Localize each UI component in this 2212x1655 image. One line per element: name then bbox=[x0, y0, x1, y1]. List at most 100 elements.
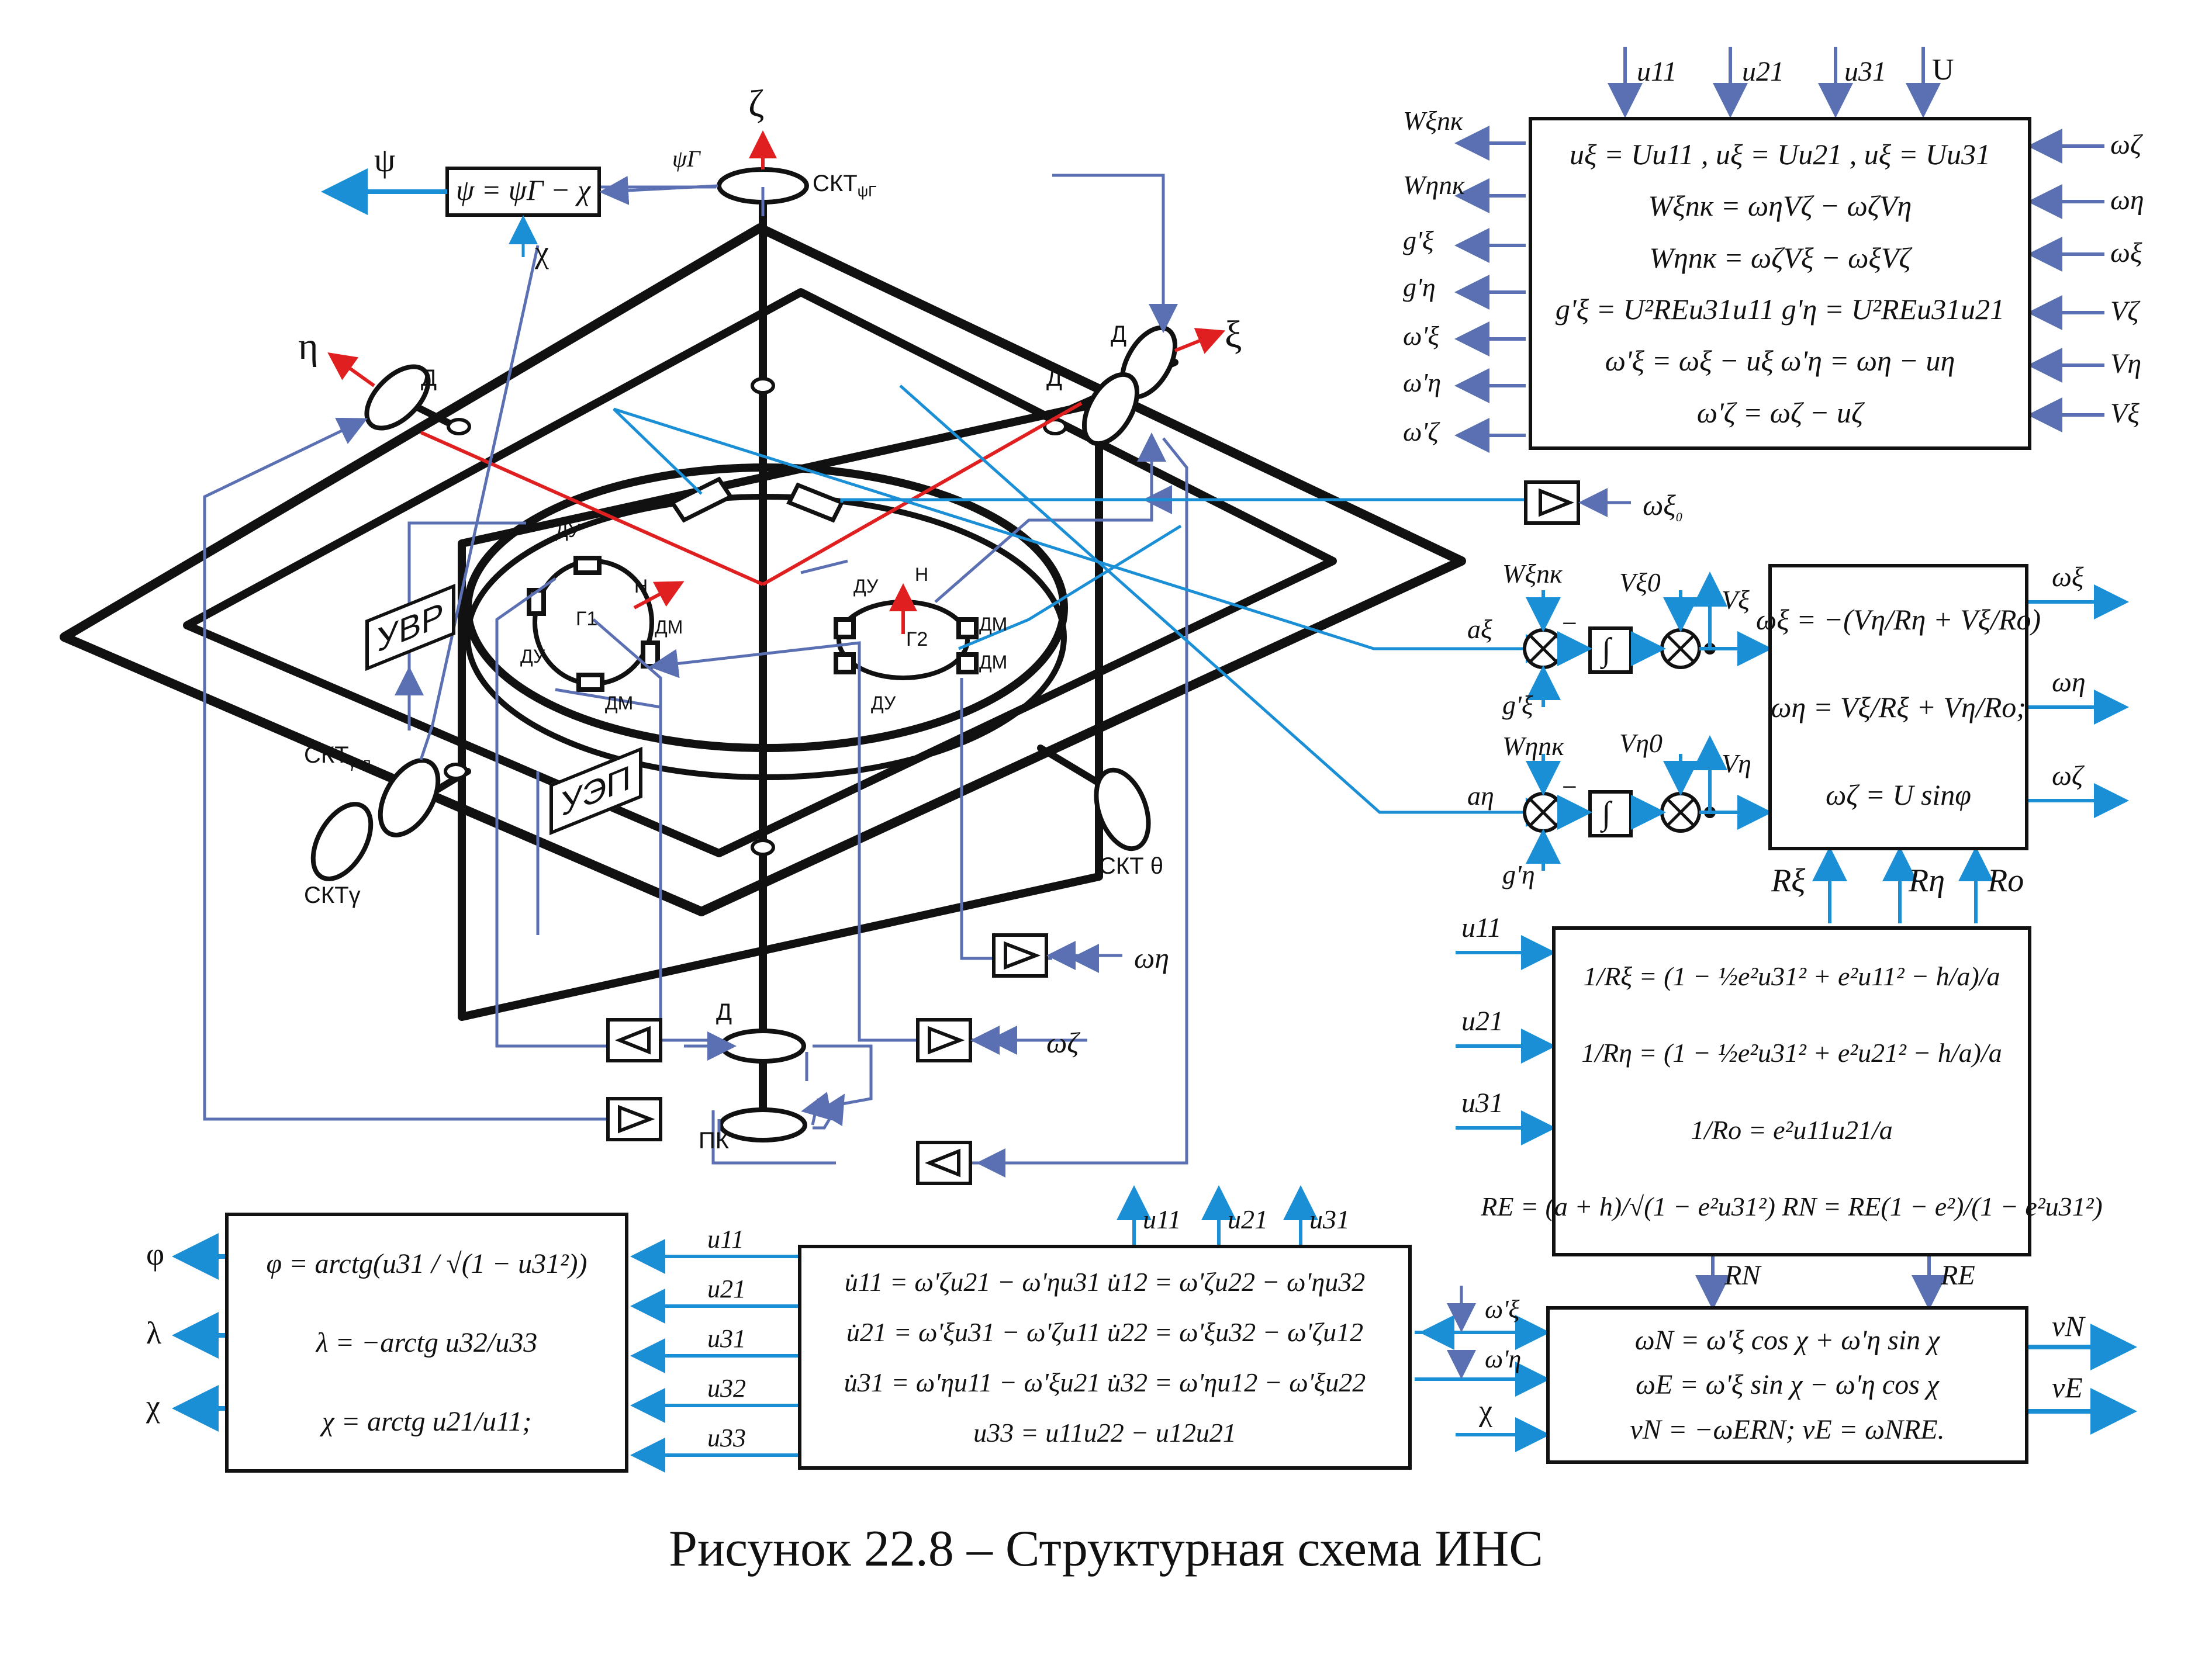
h-label-1: Н bbox=[634, 576, 648, 597]
top-out-4: ω'ξ bbox=[1403, 321, 1440, 351]
top-in-right-1: ωη bbox=[2110, 185, 2144, 216]
amp-input-arrows bbox=[970, 488, 1631, 1055]
angle-block-arrows bbox=[172, 1233, 225, 1432]
lower-axis-right bbox=[1037, 745, 1102, 787]
nav-line-3: vN = −ωERN; vE = ωNRE. bbox=[1630, 1414, 1945, 1446]
angle-out-chi: χ bbox=[146, 1389, 160, 1424]
psi-formula: ψ = ψГ − χ bbox=[456, 174, 591, 206]
pk-disk bbox=[718, 1107, 807, 1142]
dcm-top-u21: u21 bbox=[1228, 1204, 1268, 1234]
dm-label-2: ДМ bbox=[605, 693, 634, 714]
angle-formula-block: φ = arctg(u31 / √(1 − u31²)) λ = −arctg … bbox=[225, 1213, 628, 1473]
radius-line-4: RE = (a + h)/√(1 − e²u31²) RN = RE(1 − e… bbox=[1481, 1191, 2103, 1221]
axis-zeta-label: ζ bbox=[748, 82, 765, 125]
dcm-out-u31: u31 bbox=[707, 1324, 746, 1353]
dm-label-4: ДМ bbox=[979, 652, 1008, 673]
minus-eta: − bbox=[1562, 772, 1577, 802]
omega-zeta-amp-label: ωζ bbox=[1046, 1026, 1079, 1059]
omega-out-eta: ωη bbox=[2052, 667, 2086, 698]
omega-out-xi: ωξ bbox=[2052, 562, 2084, 593]
top-in-u11: u11 bbox=[1637, 56, 1677, 87]
v-xi-label: Vξ bbox=[1722, 585, 1750, 615]
radius-formula-block: 1/Rξ = (1 − ½e²u31² + e²u11² − h/a)/a 1/… bbox=[1481, 926, 2103, 1256]
dcm-line-4: u33 = u11u22 − u12u21 bbox=[973, 1418, 1236, 1448]
axis-arrows bbox=[327, 130, 1226, 634]
integrator-xi-symbol: ∫ bbox=[1602, 632, 1611, 668]
top-in-U: U bbox=[1932, 53, 1954, 86]
top-in-right-4: Vη bbox=[2110, 348, 2142, 379]
d-disk-xi-2 bbox=[1081, 372, 1140, 446]
nav-formula-block: ωN = ω'ξ cos χ + ω'η sin χ ωE = ω'ξ sin … bbox=[1546, 1306, 2028, 1464]
radius-in-u31: u31 bbox=[1461, 1088, 1504, 1119]
top-in-right-5: Vξ bbox=[2110, 398, 2140, 429]
top-out-5: ω'η bbox=[1403, 368, 1442, 397]
radius-in-u21: u21 bbox=[1461, 1006, 1504, 1037]
omega-block-arrows bbox=[1812, 584, 2129, 923]
dcm-line-3: u̇31 = ω'ηu11 − ω'ξu21 u̇32 = ω'ηu12 − ω… bbox=[844, 1367, 1366, 1398]
angle-out-lambda: λ bbox=[146, 1315, 162, 1351]
dcm-top-u11: u11 bbox=[1143, 1204, 1181, 1234]
radius-out-rn: RN bbox=[1724, 1260, 1761, 1291]
radius-out-re: RE bbox=[1941, 1260, 1975, 1291]
psi-gamma-input-label: ψГ bbox=[672, 146, 700, 172]
w-eta-label: Wηпк bbox=[1502, 731, 1564, 761]
w-xi-label: Wξпк bbox=[1502, 559, 1563, 588]
du-label-3: ДУ bbox=[853, 576, 879, 597]
d-label-xi-2: Д bbox=[1046, 365, 1063, 391]
d-disk-eta bbox=[364, 364, 431, 431]
top-out-1: Wηпк bbox=[1403, 170, 1465, 200]
vertical-plate bbox=[458, 399, 1103, 1021]
omega-line-2: ωη = Vξ/Rξ + Vη/Ro; bbox=[1771, 691, 2026, 723]
accelerometers bbox=[669, 476, 845, 523]
omega-xi0-label: ωξ0 bbox=[1643, 489, 1682, 524]
bearings bbox=[444, 377, 1067, 856]
g-xi-label: g'ξ bbox=[1502, 690, 1533, 720]
sensor-disks bbox=[310, 167, 1178, 1142]
skt-theta-disk bbox=[1094, 767, 1151, 851]
nav-line-1: ωN = ω'ξ cos χ + ω'η sin χ bbox=[1634, 1324, 1940, 1356]
dm-label-3: ДМ bbox=[979, 614, 1008, 635]
dcm-out-u11: u11 bbox=[707, 1225, 744, 1254]
radius-line-2: 1/Rη = (1 − ½e²u31² + e²u21² − h/a)/a bbox=[1581, 1038, 2002, 1068]
top-in-right-3: Vζ bbox=[2110, 296, 2139, 327]
omega-line-3: ωζ = U sinφ bbox=[1826, 778, 1971, 811]
a-eta-label: aη bbox=[1467, 781, 1494, 811]
skt-psi-label: СКТψГ bbox=[813, 171, 877, 200]
dcm-out-u33: u33 bbox=[707, 1424, 746, 1452]
du-label-2: ДУ bbox=[520, 646, 545, 667]
top-formula-block: uξ = Uu11 , uξ = Uu21 , uξ = Uu31 Wξпк =… bbox=[1529, 117, 2031, 450]
top-line-2: Wξпк = ωηVζ − ωζVη bbox=[1648, 189, 1912, 223]
pk-label: ПК bbox=[699, 1128, 730, 1154]
minus-xi: − bbox=[1562, 608, 1577, 638]
radius-out-arrows bbox=[1695, 1256, 1947, 1310]
gyro2-label: Г2 bbox=[906, 628, 928, 650]
velocity-chain-arrows bbox=[1526, 572, 1772, 871]
psi-block bbox=[321, 167, 718, 257]
top-line-1: uξ = Uu11 , uξ = Uu21 , uξ = Uu31 bbox=[1569, 138, 1991, 171]
purple-signal-lines bbox=[203, 174, 1188, 1178]
psi-output-label: ψ bbox=[374, 141, 396, 179]
top-out-0: Wξпк bbox=[1403, 106, 1463, 136]
top-line-6: ω'ζ = ωζ − uζ bbox=[1696, 396, 1864, 429]
g-eta-label: g'η bbox=[1502, 860, 1535, 889]
dm-label-1: ДМ bbox=[655, 617, 683, 638]
nav-out-ve: vE bbox=[2052, 1371, 2083, 1404]
du-label-4: ДУ bbox=[871, 693, 896, 714]
skt-theta-label: СКТ θ bbox=[1099, 853, 1163, 879]
dcm-out-u32: u32 bbox=[707, 1374, 746, 1403]
v-eta0-label: Vη0 bbox=[1619, 728, 1663, 758]
top-out-2: g'ξ bbox=[1403, 226, 1434, 255]
figure-caption: Рисунок 22.8 – Структурная схема ИНС bbox=[669, 1521, 1543, 1577]
top-out-6: ω'ζ bbox=[1403, 417, 1439, 446]
v-xi0-label: Vξ0 bbox=[1619, 567, 1661, 597]
inner-gimbal-frame bbox=[183, 288, 1337, 857]
dcm-block-arrows bbox=[630, 1185, 1318, 1473]
top-block-arrows bbox=[1454, 47, 2104, 453]
nav-block-arrows bbox=[1415, 1286, 2137, 1452]
angle-out-phi: φ bbox=[146, 1237, 165, 1272]
nav-in-omega-eta: ω'η bbox=[1485, 1345, 1522, 1373]
nav-out-vn: vN bbox=[2052, 1310, 2085, 1342]
nav-in-chi: χ bbox=[1479, 1394, 1493, 1428]
velocity-chains bbox=[1523, 626, 1716, 837]
